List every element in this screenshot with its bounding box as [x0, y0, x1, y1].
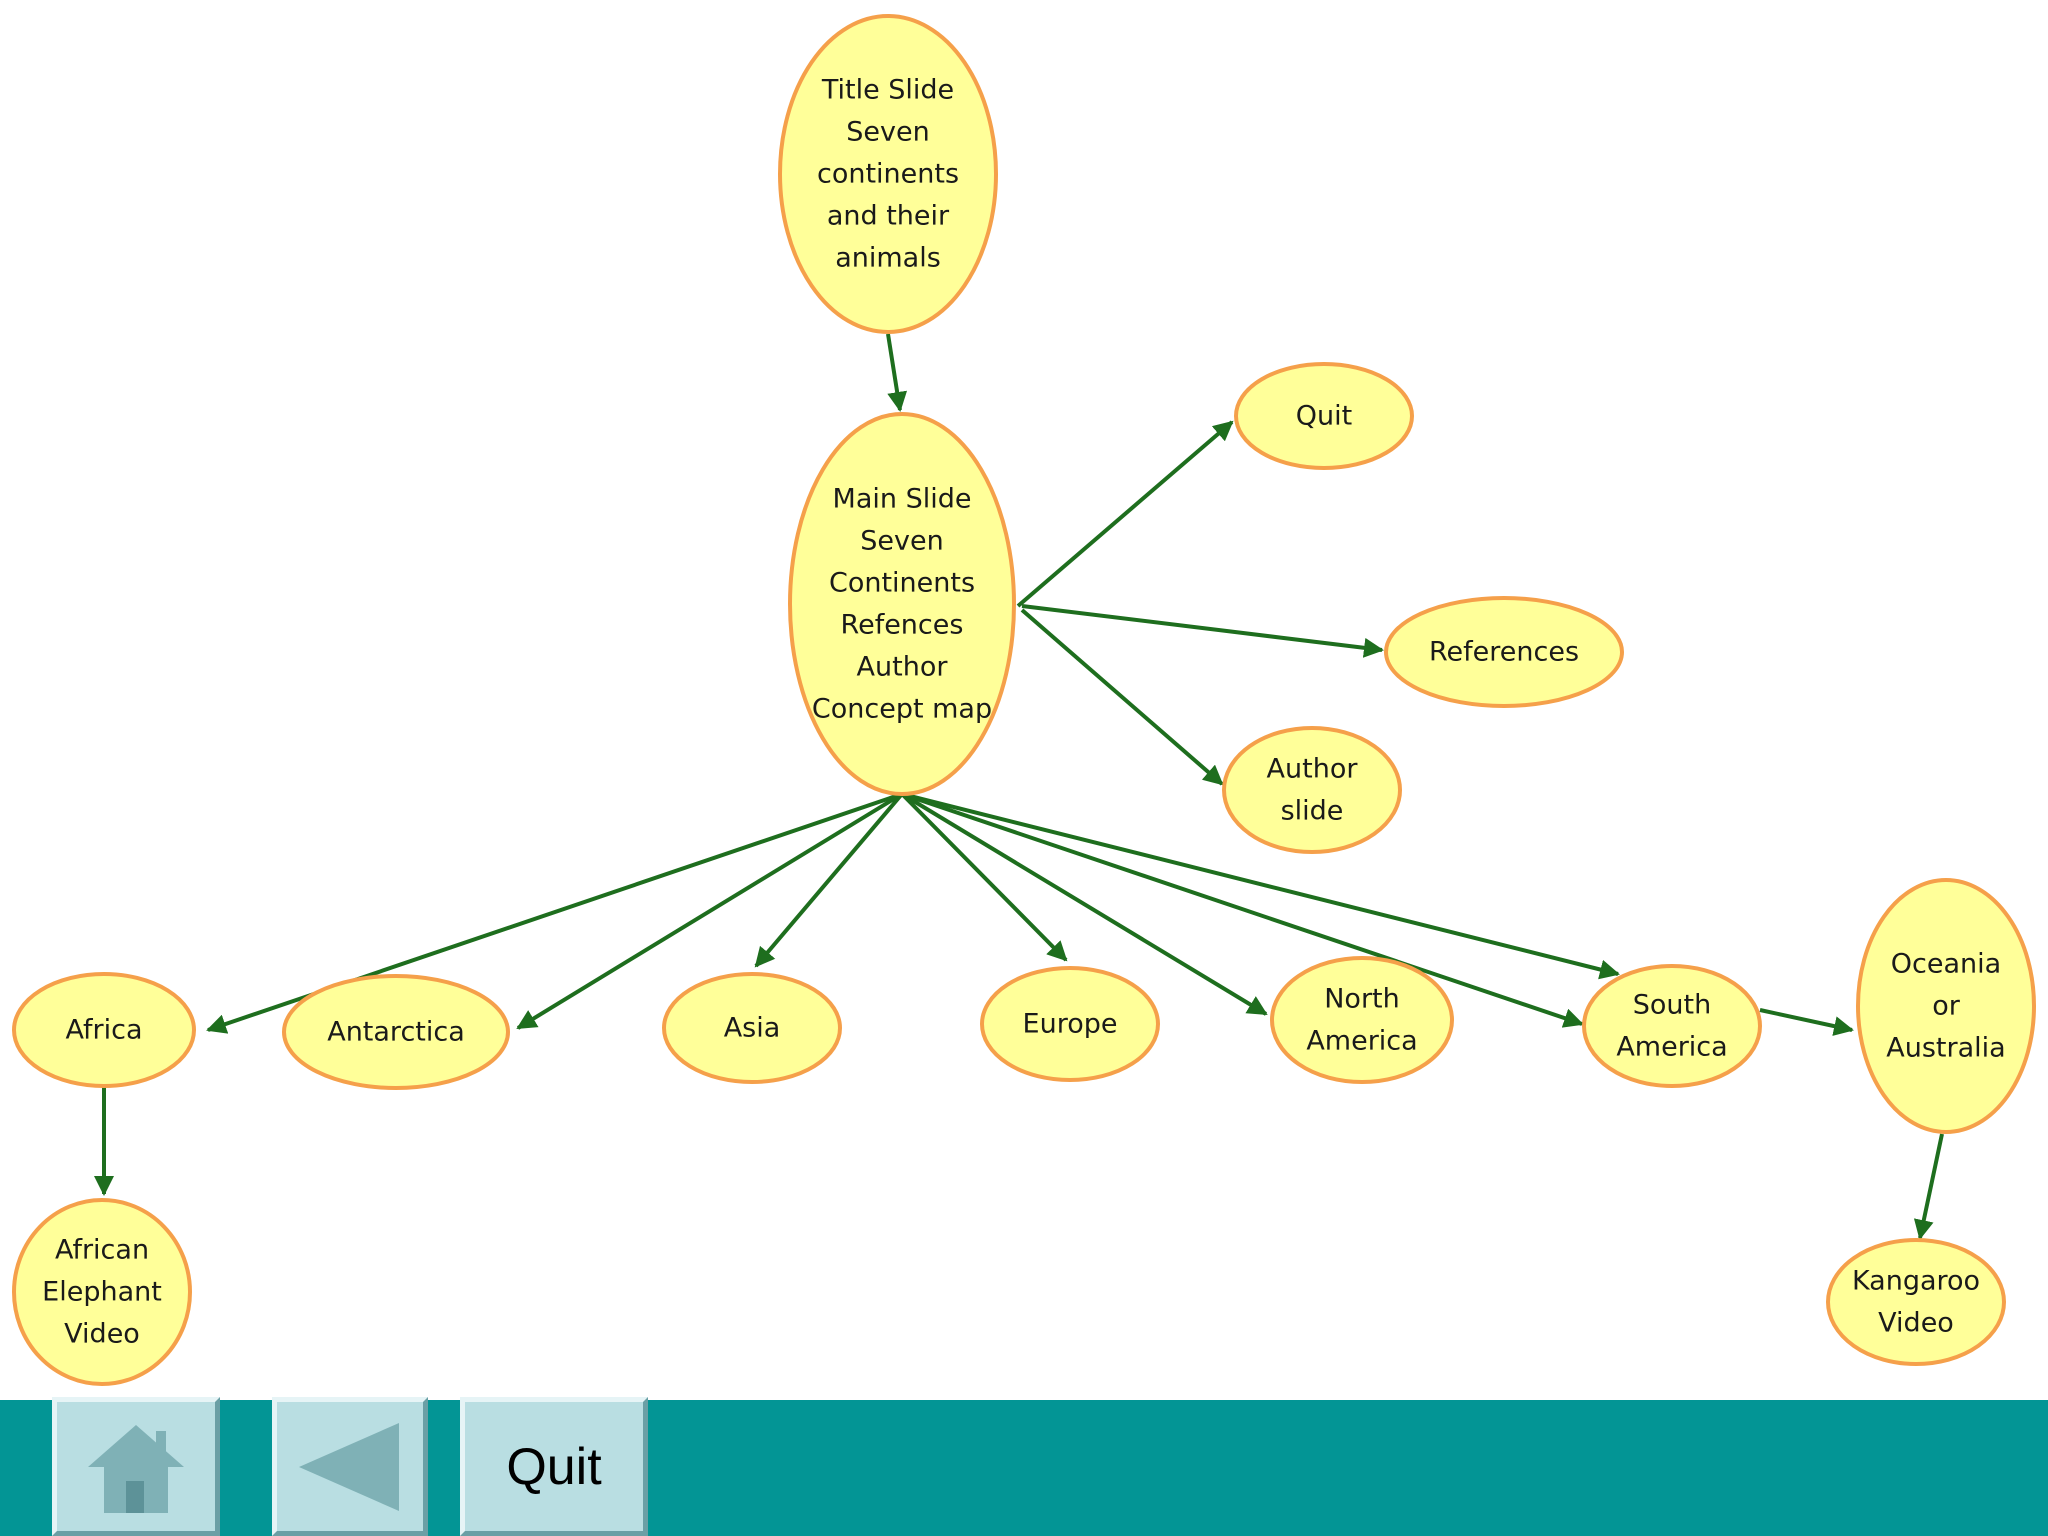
- node-label-line: Concept map: [812, 694, 992, 725]
- node-label-line: America: [1306, 1026, 1417, 1057]
- node-references: References: [1384, 596, 1624, 708]
- edge-main-to-oceania: [901, 792, 1620, 980]
- node-label-line: Author: [1267, 754, 1359, 785]
- node-ellipse: [12, 1198, 192, 1386]
- node-label-line: Elephant: [42, 1277, 162, 1308]
- node-label-line: or: [1932, 991, 1961, 1022]
- node-label-line: continents: [817, 159, 959, 190]
- node-antarctica: Antarctica: [282, 974, 510, 1090]
- edge-main-to-references: [1021, 604, 1384, 658]
- node-label-line: Video: [1878, 1308, 1954, 1339]
- node-label-line: Refences: [841, 610, 964, 641]
- node-ellipse: [282, 974, 510, 1090]
- node-ellipse: [1384, 596, 1624, 708]
- node-label-line: South: [1633, 990, 1711, 1021]
- node-label-line: Main Slide: [833, 484, 972, 515]
- back-arrow-icon: [299, 1422, 399, 1511]
- back-button[interactable]: [272, 1397, 428, 1536]
- node-ellipse: [980, 966, 1160, 1082]
- node-label-line: African: [55, 1235, 149, 1266]
- node-label-line: Seven: [860, 526, 943, 557]
- house-icon: [88, 1424, 184, 1513]
- node-label-line: animals: [835, 243, 941, 274]
- node-author: Author slide: [1222, 726, 1402, 854]
- node-label-line: References: [1429, 637, 1579, 668]
- node-label-line: Video: [64, 1319, 140, 1350]
- node-label-line: slide: [1281, 796, 1344, 827]
- node-ellipse: [778, 14, 998, 334]
- node-label-line: and their: [827, 201, 950, 232]
- node-label-line: North: [1324, 984, 1400, 1015]
- edge-main-to-north_america: [900, 792, 1268, 1016]
- home-button[interactable]: [52, 1397, 220, 1536]
- node-label-line: Title Slide: [821, 75, 954, 106]
- node-ellipse: [1234, 362, 1414, 470]
- node-main: Main SlideSevenContinentsRefencesAuthorC…: [788, 412, 1016, 796]
- edge-title-to-main: [886, 333, 908, 412]
- node-label-line: Europe: [1023, 1009, 1118, 1040]
- node-ellipse: [12, 972, 196, 1088]
- node-ellipse: [1856, 878, 2036, 1134]
- edge-oceania-to-kangaroo: [1913, 1133, 1944, 1240]
- quit-button[interactable]: Quit: [460, 1397, 648, 1536]
- edge-main-to-south_america: [901, 792, 1584, 1028]
- node-label-line: Seven: [846, 117, 929, 148]
- node-ellipse: [1826, 1238, 2006, 1366]
- node-quit: Quit: [1234, 362, 1414, 470]
- node-label-line: Oceania: [1891, 949, 2001, 980]
- node-label-line: Antarctica: [327, 1017, 465, 1048]
- node-label-line: Continents: [829, 568, 975, 599]
- node-ellipse: [1270, 956, 1454, 1084]
- node-label-line: Quit: [1296, 401, 1352, 432]
- edge-main-to-europe: [900, 792, 1068, 962]
- node-asia: Asia: [662, 972, 842, 1084]
- edge-main-to-quit: [1016, 420, 1234, 608]
- node-label-line: Kangaroo: [1852, 1266, 1980, 1297]
- node-ellipse: [1582, 964, 1762, 1088]
- edge-south-america-to-oceania-arrowhead: [1759, 1008, 1854, 1036]
- node-africa: Africa: [12, 972, 196, 1088]
- node-label-line: America: [1616, 1032, 1727, 1063]
- edge-main-to-asia: [754, 792, 904, 968]
- node-ellipse: [1222, 726, 1402, 854]
- node-europe: Europe: [980, 966, 1160, 1082]
- node-ellipse: [788, 412, 1016, 796]
- edge-main-to-author: [1020, 608, 1224, 786]
- node-label-line: Author: [857, 652, 949, 683]
- node-ellipse: [662, 972, 842, 1084]
- quit-button-label: Quit: [506, 1437, 602, 1496]
- node-label-line: Australia: [1886, 1033, 2005, 1064]
- node-label-line: Africa: [65, 1015, 142, 1046]
- edge-main-to-antarctica: [516, 792, 904, 1030]
- node-label-line: Asia: [724, 1013, 781, 1044]
